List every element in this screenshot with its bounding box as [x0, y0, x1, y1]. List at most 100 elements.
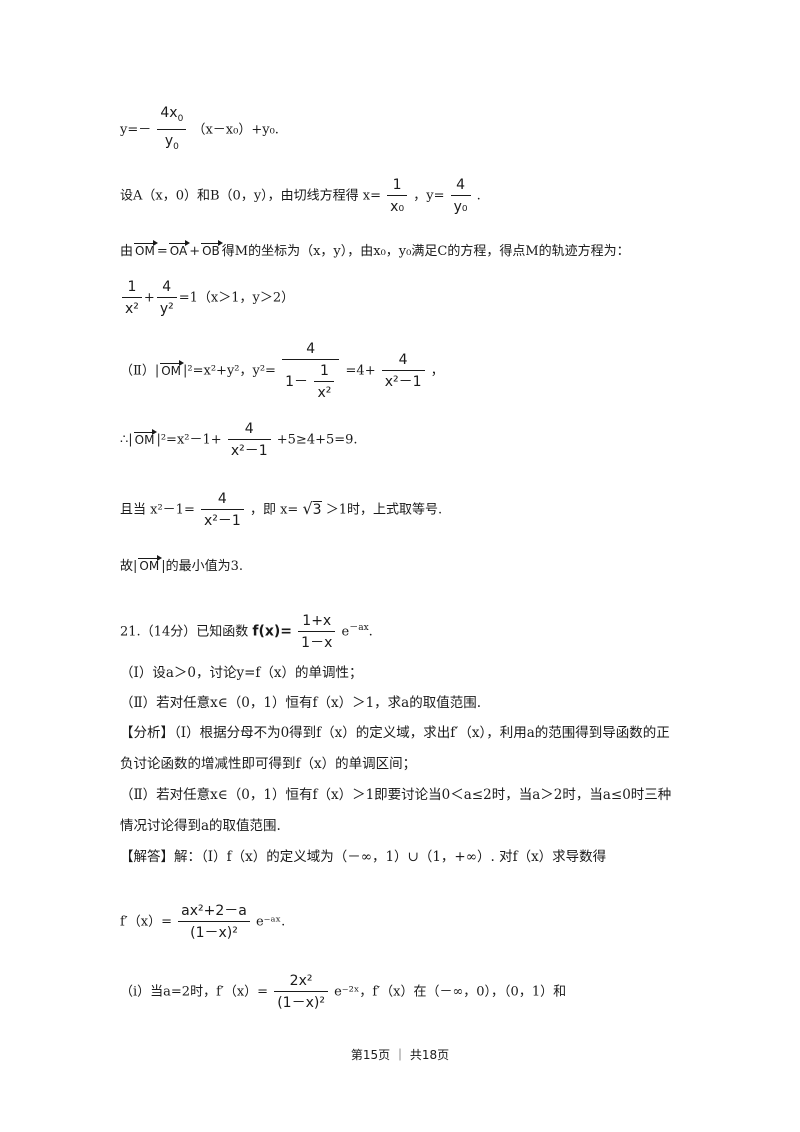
denominator: 1－ 1 x² [282, 360, 339, 402]
analysis-paragraph-1: 【分析】（Ⅰ）根据分母不为0得到f（x）的定义域，求出f′（x），利用a的范围得… [120, 725, 670, 772]
text: . [476, 188, 481, 204]
text: e⁻ᵃˣ. [255, 914, 286, 930]
denominator: (1－x)² [190, 925, 238, 941]
text: （x－x₀）+y₀. [192, 122, 279, 138]
analysis-paragraph-2: （Ⅱ）若对任意x∈（0，1）恒有f（x）＞1即要讨论当0＜a≤2时，当a＞2时，… [120, 787, 672, 834]
equality-condition-line: 且当 x²－1= 4 x²－1 ，即 x= √3 ＞1时，上式取等号. [120, 490, 442, 530]
inner-fraction: 1 x² [314, 362, 335, 402]
locus-equation: 1 x² + 4 y² =1（x＞1，y＞2） [120, 278, 294, 318]
numerator: 1 [314, 362, 335, 382]
vector-ob: OB [201, 240, 223, 258]
numerator: 4 [156, 278, 177, 298]
numerator: 4 [282, 340, 340, 360]
numerator: 1 [387, 176, 408, 196]
subscript: 0 [173, 141, 179, 152]
question-21-part-1: （Ⅰ）设a＞0，讨论y=f（x）的单调性； [120, 665, 363, 681]
text: 且当 x²－1= [120, 502, 195, 518]
numerator: 2x² [274, 972, 328, 992]
text: + [189, 244, 201, 259]
page-footer: 第15页 ｜ 共18页 [0, 1046, 800, 1063]
denominator: y [164, 132, 174, 149]
text: f′（x）= [120, 914, 172, 930]
numerator: 1 [122, 278, 142, 298]
text: e [341, 624, 350, 640]
text: （Ⅱ）| [120, 363, 160, 379]
function-label: f(x)= [252, 623, 293, 640]
denominator: 1－x [301, 635, 333, 651]
denominator: x² [125, 301, 139, 317]
vector-om: OM [133, 428, 158, 447]
text: |的最小值为3. [161, 559, 243, 574]
denominator: x²－1 [230, 443, 268, 459]
question-21-title: 21.（14分）已知函数 f(x)= 1+x 1－x e－ax. [120, 612, 373, 652]
text: +5≥4+5=9. [276, 432, 358, 448]
separator: ｜ [393, 1048, 406, 1062]
inequality-line: ∴|OM|²=x²－1+ 4 x²－1 +5≥4+5=9. [120, 420, 358, 460]
text: 故| [120, 559, 138, 574]
fraction: 4 y² [156, 278, 177, 318]
text: 21.（14分）已知函数 [120, 624, 249, 640]
denominator: x²－1 [384, 374, 422, 390]
text: . [368, 624, 373, 640]
text: 设A（x，0）和B（0，y），由切线方程得 x= [120, 188, 382, 204]
total-pages: 共18页 [409, 1048, 450, 1062]
text: y=－ [120, 122, 152, 138]
fraction: 1 x₀ [387, 176, 408, 216]
fraction: 4x0 y0 [157, 104, 187, 156]
numerator: 4 [227, 420, 271, 440]
text: 得M的坐标为（x，y），由x₀，y₀满足C的方程，得点M的轨迹方程为： [221, 244, 630, 259]
subscript: 0 [177, 113, 184, 124]
text: 1－ [285, 374, 309, 390]
fraction: 2x² (1－x)² [274, 972, 328, 1012]
denominator: x² [317, 385, 332, 401]
derivative-line: f′（x）= ax²+2－a (1－x)² e⁻ᵃˣ. [120, 902, 285, 942]
text: ＞1时，上式取等号. [325, 502, 443, 518]
vector-om: OM [160, 359, 184, 378]
compound-fraction: 4 1－ 1 x² [282, 340, 340, 402]
vector-om: OM [138, 555, 163, 573]
numerator: 4x [160, 105, 178, 121]
tangent-line-equation: y=－ 4x0 y0 （x－x₀）+y₀. [120, 104, 279, 156]
question-21-part-2: （Ⅱ）若对任意x∈（0，1）恒有f（x）＞1，求a的取值范围. [120, 695, 481, 711]
solution-paragraph-1: 【解答】解：（Ⅰ）f（x）的定义域为（－∞，1）∪（1，+∞）. 对f（x）求导… [120, 849, 607, 865]
page-number: 第15页 [350, 1048, 391, 1062]
denominator: y² [159, 301, 174, 317]
numerator: 4 [450, 176, 471, 196]
denominator: (1－x)² [277, 995, 325, 1011]
vector-oa: OA [168, 240, 191, 258]
text: =1（x＞1，y＞2） [178, 290, 295, 306]
text: ∴| [120, 432, 133, 448]
fraction: 1 x² [122, 278, 142, 318]
numerator: 4 [381, 351, 425, 371]
numerator: ax²+2－a [178, 902, 250, 922]
numerator: 1+x [298, 612, 336, 632]
text: =4+ [345, 363, 376, 379]
text: e⁻²ˣ，f′（x）在（－∞，0），（0，1）和 [334, 984, 567, 1000]
numerator: 4 [200, 490, 244, 510]
fraction: ax²+2－a (1－x)² [178, 902, 250, 942]
exponent: －ax [349, 623, 369, 634]
text: = [156, 244, 168, 259]
fraction: 4 x²－1 [227, 420, 271, 460]
fraction: 1+x 1－x [298, 612, 336, 652]
fraction: 4 y₀ [450, 176, 471, 216]
text: ， [430, 363, 444, 379]
sqrt-symbol: √3 [302, 498, 322, 518]
text: ，y= [413, 188, 445, 204]
intercepts-line: 设A（x，0）和B（0，y），由切线方程得 x= 1 x₀ ，y= 4 y₀ . [120, 176, 481, 216]
vector-om: OM [134, 240, 158, 258]
text: |²=x²+y²，y²= [183, 363, 276, 379]
text: + [143, 290, 155, 306]
fraction: 4 x²－1 [381, 351, 425, 391]
fraction: 4 x²－1 [200, 490, 244, 530]
radicand: 3 [312, 500, 322, 518]
denominator: y₀ [453, 199, 468, 215]
denominator: x₀ [390, 199, 405, 215]
text: 由 [120, 244, 134, 259]
text: |²=x²－1+ [156, 432, 222, 448]
part-two-start: （Ⅱ）|OM|²=x²+y²，y²= 4 1－ 1 x² =4+ 4 x²－1 … [120, 340, 444, 402]
denominator: x²－1 [203, 513, 241, 529]
minimum-value-line: 故|OM|的最小值为3. [120, 555, 243, 574]
case-a-equals-2-line: （ⅰ）当a=2时，f′（x）= 2x² (1－x)² e⁻²ˣ，f′（x）在（－… [120, 972, 566, 1012]
